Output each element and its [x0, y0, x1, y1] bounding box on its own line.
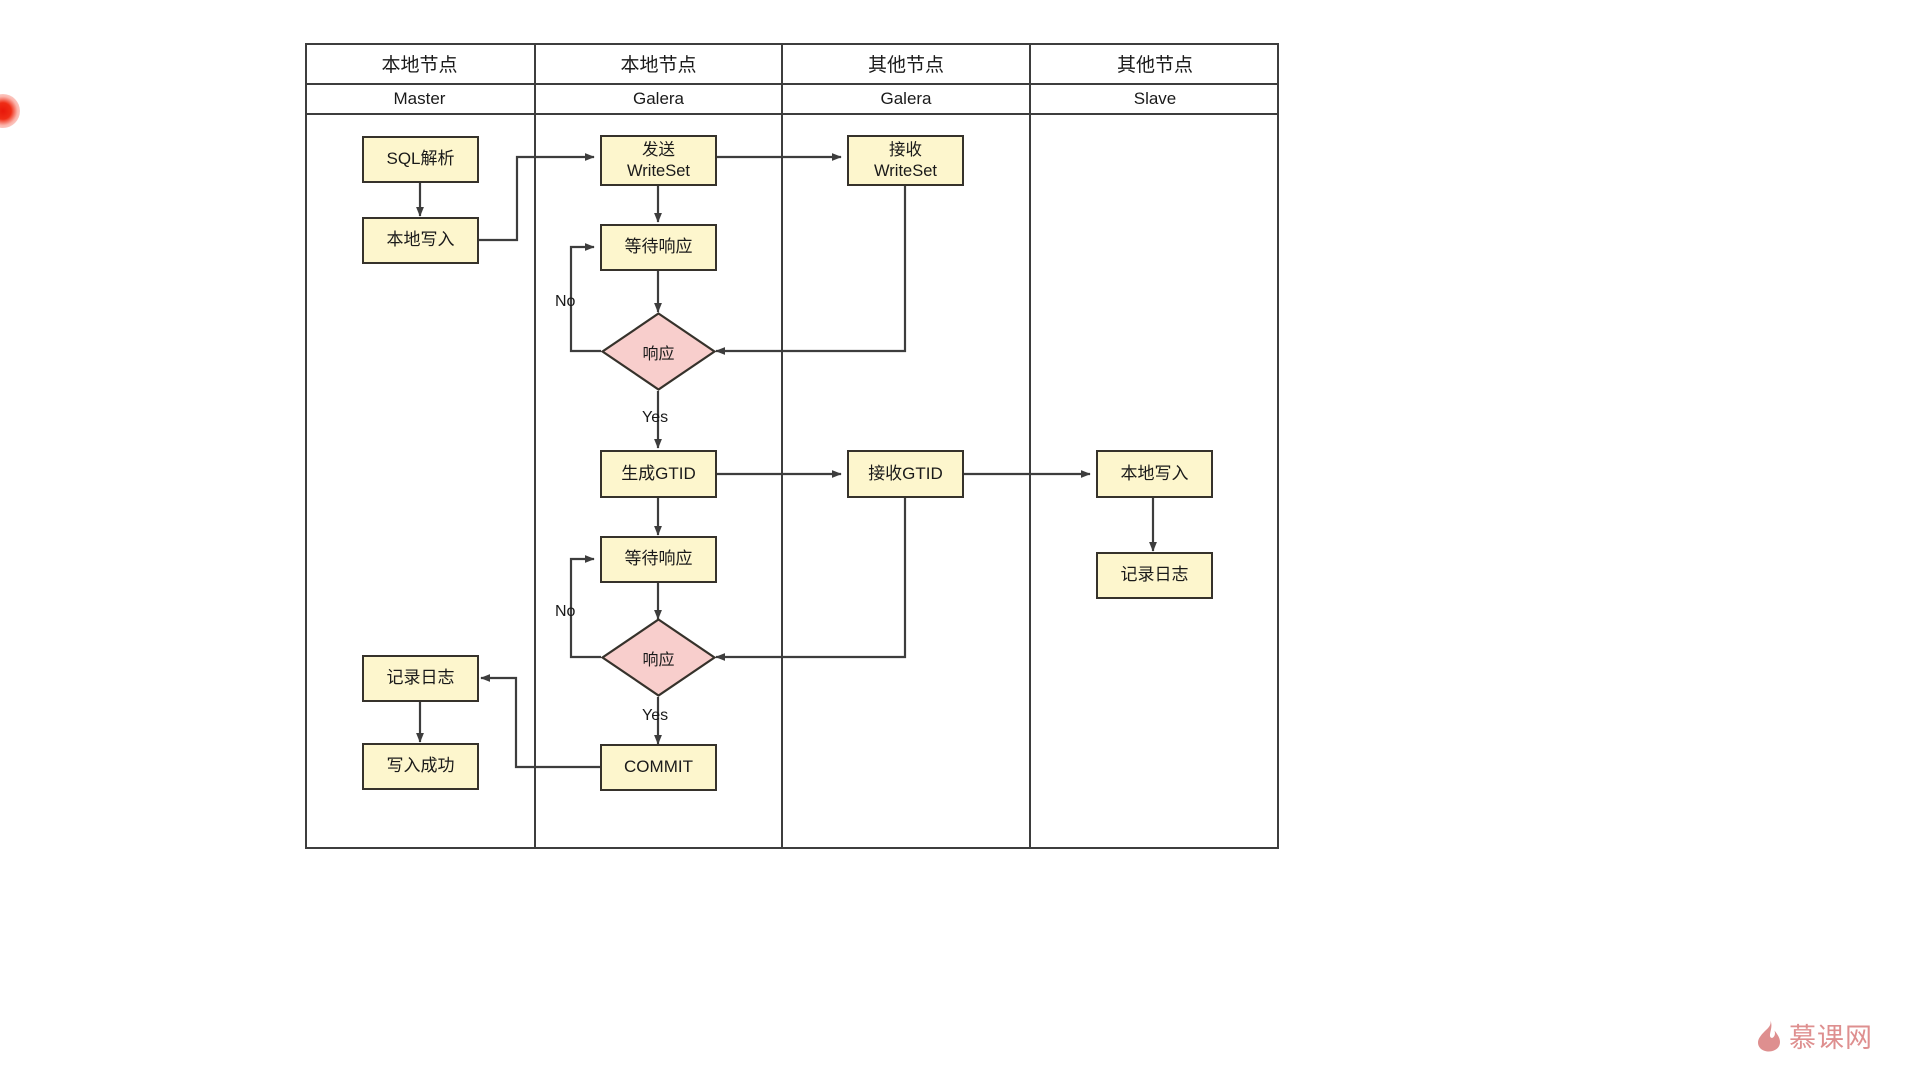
watermark-text: 慕课网 — [1789, 1023, 1873, 1054]
node-receive-gtid[interactable]: 接收GTID — [847, 450, 964, 498]
lane-divider-2 — [781, 43, 783, 849]
edge-label-no-2: No — [555, 603, 576, 620]
edge-label-no-1: No — [555, 293, 576, 310]
node-log-record-master[interactable]: 记录日志 — [362, 655, 479, 702]
lane-header-top-2: 其他节点 — [867, 54, 944, 76]
lane-header-sub-3: Slave — [1133, 89, 1177, 108]
lane-header-sub-2: Galera — [880, 89, 932, 108]
lane-header-top-3: 其他节点 — [1116, 54, 1193, 76]
watermark: 慕课网 — [1756, 1016, 1873, 1055]
node-sql-parse[interactable]: SQL解析 — [362, 136, 479, 183]
swimlane-frame — [305, 43, 1279, 849]
lane-header-divider-2 — [305, 113, 1279, 115]
lane-divider-3 — [1029, 43, 1031, 849]
node-generate-gtid[interactable]: 生成GTID — [600, 450, 717, 498]
flame-icon — [1756, 1020, 1782, 1052]
edge-label-yes-2: Yes — [642, 707, 669, 724]
node-receive-writeset[interactable]: 接收 WriteSet — [847, 135, 964, 186]
lane-header-top-1: 本地节点 — [620, 54, 697, 76]
node-wait-response-1[interactable]: 等待响应 — [600, 224, 717, 271]
edge-label-yes-1: Yes — [642, 409, 669, 426]
lane-divider-1 — [534, 43, 536, 849]
node-write-success[interactable]: 写入成功 — [362, 743, 479, 790]
node-commit[interactable]: COMMIT — [600, 744, 717, 791]
node-send-writeset[interactable]: 发送 WriteSet — [600, 135, 717, 186]
red-marker-dot — [0, 94, 20, 128]
node-wait-response-2[interactable]: 等待响应 — [600, 536, 717, 583]
node-log-record-slave[interactable]: 记录日志 — [1096, 552, 1213, 599]
node-response-decision-2-label: 响应 — [642, 651, 675, 669]
node-local-write-slave[interactable]: 本地写入 — [1096, 450, 1213, 498]
node-response-decision-1[interactable]: 响应 — [600, 312, 717, 391]
node-response-decision-2[interactable]: 响应 — [600, 618, 717, 697]
node-response-decision-1-label: 响应 — [642, 345, 675, 363]
lane-header-sub-0: Master — [393, 89, 446, 108]
lane-header-top-0: 本地节点 — [381, 54, 458, 76]
lane-header-sub-1: Galera — [632, 89, 685, 108]
node-local-write-master[interactable]: 本地写入 — [362, 217, 479, 264]
lane-header-divider-1 — [305, 83, 1279, 85]
